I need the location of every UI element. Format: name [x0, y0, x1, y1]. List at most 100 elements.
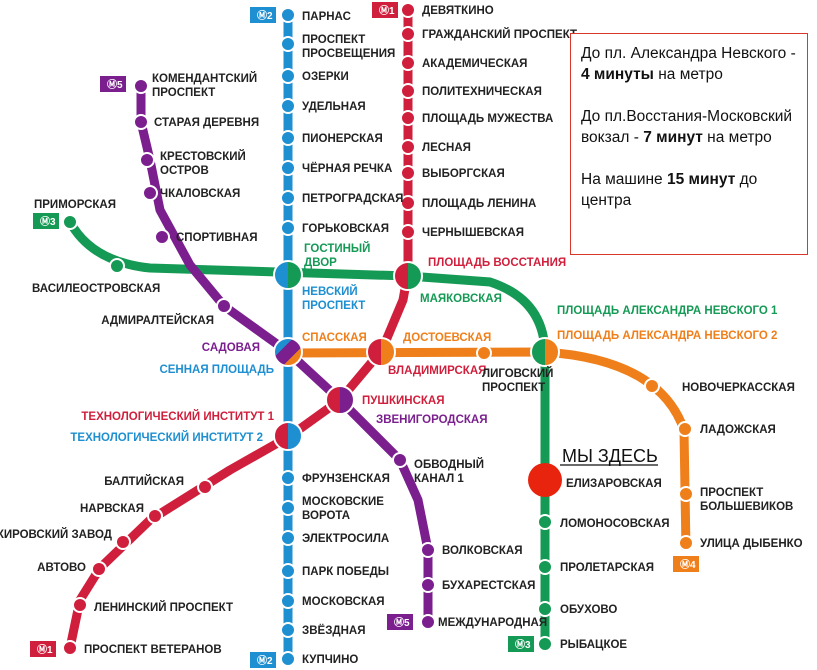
station-dot-dybenko — [678, 535, 694, 551]
label-obukhovo: ОБУХОВО — [560, 604, 617, 616]
label-dostoev: ДОСТОЕВСКАЯ — [403, 332, 491, 344]
station-dot-komend — [133, 78, 149, 94]
line-badge-4-bottom: Ⓜ4 — [673, 556, 699, 572]
station-dot-obvodny — [392, 452, 408, 468]
transfer-vladimirskaya-dostoevskaya — [366, 337, 396, 367]
label-parnas: ПАРНАС — [302, 11, 351, 23]
station-dot-park-pob — [280, 563, 296, 579]
transfer-pl-alexandra-nevskogo — [530, 337, 560, 367]
label-chkalov: ЧКАЛОВСКАЯ — [160, 188, 240, 200]
station-dot-baltiyskaya — [197, 479, 213, 495]
label-sadovaya: САДОВАЯ — [202, 342, 260, 354]
station-dot-udelnaya — [280, 98, 296, 114]
station-dot-lesnaya — [400, 139, 416, 155]
label-pr-prosv-2: ПРОСВЕЩЕНИЯ — [302, 48, 395, 60]
station-dot-primorskaya — [62, 214, 78, 230]
station-dot-elektrosila — [280, 530, 296, 546]
label-vladimir: ВЛАДИМИРСКАЯ — [388, 365, 486, 377]
station-dot-pr-prosv — [280, 36, 296, 52]
station-dot-akadem — [400, 55, 416, 71]
label-pionerskaya: ПИОНЕРСКАЯ — [302, 133, 383, 145]
label-udelnaya: УДЕЛЬНАЯ — [302, 101, 366, 113]
station-dot-devyatkino — [400, 2, 416, 18]
station-dot-vasileostr — [109, 258, 125, 274]
station-dot-pionerskaya — [280, 130, 296, 146]
label-ozerki: ОЗЕРКИ — [302, 71, 349, 83]
label-lesnaya: ЛЕСНАЯ — [422, 142, 471, 154]
station-dot-ladozh — [677, 421, 693, 437]
station-dot-gorkovskaya — [280, 220, 296, 236]
label-pr-bolsh-1: ПРОСПЕКТ — [700, 487, 763, 499]
label-elizar: ЕЛИЗАРОВСКАЯ — [566, 478, 662, 490]
station-dot-politekh — [400, 83, 416, 99]
line-badge-2-bottom: Ⓜ2 — [250, 652, 276, 668]
label-dybenko: УЛИЦА ДЫБЕНКО — [700, 538, 803, 550]
station-dot-narvskaya — [147, 508, 163, 524]
label-vasileostr: ВАСИЛЕОСТРОВСКАЯ — [32, 283, 160, 295]
label-nevsky-2: ПРОСПЕКТ — [302, 300, 365, 312]
label-baltiyskaya: БАЛТИЙСКАЯ — [104, 475, 184, 488]
label-kupchino: КУПЧИНО — [302, 654, 358, 666]
svg-text:Ⓜ2: Ⓜ2 — [257, 9, 273, 22]
line-badge-1-bottom: Ⓜ1 — [30, 641, 56, 657]
station-dot-mosk-vor — [280, 500, 296, 516]
label-chernysh: ЧЕРНЫШЕВСКАЯ — [422, 227, 524, 239]
label-pl-vosst: ПЛОЩАДЬ ВОССТАНИЯ — [428, 257, 566, 269]
label-krest-2: ОСТРОВ — [160, 165, 209, 177]
you-are-here-dot — [528, 463, 562, 497]
label-zvenigor: ЗВЕНИГОРОДСКАЯ — [376, 414, 487, 426]
label-mosk-vor-1: МОСКОВСКИЕ — [302, 496, 384, 508]
label-moskovskaya: МОСКОВСКАЯ — [302, 596, 385, 608]
label-pl-lenina: ПЛОЩАДЬ ЛЕНИНА — [422, 198, 536, 210]
station-dot-pr-bolsh — [678, 486, 694, 502]
label-admiralt: АДМИРАЛТЕЙСКАЯ — [101, 314, 214, 327]
line-4-orange — [287, 347, 691, 551]
station-dot-chkalov — [142, 185, 158, 201]
info-line-vosstaniya: До пл.Восстания-Московский вокзал - 7 ми… — [581, 108, 793, 146]
station-dot-volkovskaya — [420, 542, 436, 558]
label-sportivnaya: СПОРТИВНАЯ — [176, 232, 258, 244]
label-pl-an1: ПЛОЩАДЬ АЛЕКСАНДРА НЕВСКОГО 1 — [557, 305, 778, 317]
label-veteranov: ПРОСПЕКТ ВЕТЕРАНОВ — [84, 644, 222, 656]
station-dot-kirov — [115, 534, 131, 550]
label-obvodny-2: КАНАЛ 1 — [414, 473, 464, 485]
station-dot-vyborg — [400, 165, 416, 181]
station-dot-ozerki — [280, 68, 296, 84]
you-are-here: МЫ ЗДЕСЬ — [528, 446, 658, 497]
label-proletar: ПРОЛЕТАРСКАЯ — [560, 562, 654, 574]
station-dot-pl-lenina — [400, 195, 416, 211]
station-dot-avtovo — [91, 561, 107, 577]
label-zvezdnaya: ЗВЁЗДНАЯ — [302, 624, 365, 637]
label-pushkin: ПУШКИНСКАЯ — [362, 395, 444, 407]
label-volkovskaya: ВОЛКОВСКАЯ — [442, 545, 522, 557]
label-bukharest: БУХАРЕСТСКАЯ — [442, 580, 535, 592]
label-ladozh: ЛАДОЖСКАЯ — [700, 424, 776, 436]
transfer-nevsky-gostiny — [273, 260, 303, 290]
line-badge-5-bottom: Ⓜ5 — [387, 614, 413, 630]
transfer-tech-institute — [273, 421, 303, 451]
label-avtovo: АВТОВО — [37, 562, 86, 574]
label-komend-1: КОМЕНДАНТСКИЙ — [152, 72, 257, 85]
line-3-green — [66, 219, 550, 650]
label-gorkovskaya: ГОРЬКОВСКАЯ — [302, 223, 389, 235]
station-dot-mezhdunar — [420, 614, 436, 630]
station-dot-chernysh — [400, 224, 416, 240]
station-dot-rybatskoe — [537, 636, 553, 652]
transfer-pushkinskaya-zvenigorodskaya — [325, 385, 355, 415]
info-line-nevsky: До пл. Александра Невского - 4 минуты на… — [581, 45, 796, 83]
station-labels: ПАРНАС ПРОСПЕКТ ПРОСВЕЩЕНИЯ ОЗЕРКИ УДЕЛЬ… — [0, 5, 803, 666]
label-ligov-1: ЛИГОВСКИЙ — [482, 367, 553, 380]
label-primorskaya: ПРИМОРСКАЯ — [34, 199, 116, 211]
line-badge-5-top: Ⓜ5 — [100, 76, 126, 92]
station-dot-pl-muzh — [400, 110, 416, 126]
station-dot-grazhd — [400, 26, 416, 42]
station-dot-veteranov — [62, 640, 78, 656]
transfer-vosstaniya-mayakovskaya — [393, 261, 423, 291]
label-tech2: ТЕХНОЛОГИЧЕСКИЙ ИНСТИТУТ 2 — [70, 431, 263, 444]
label-mosk-vor-2: ВОРОТА — [302, 510, 350, 522]
label-devyatkino: ДЕВЯТКИНО — [422, 5, 494, 17]
label-pl-an2: ПЛОЩАДЬ АЛЕКСАНДРА НЕВСКОГО 2 — [557, 330, 777, 342]
station-dot-parnas — [280, 7, 296, 23]
svg-text:Ⓜ5: Ⓜ5 — [107, 78, 123, 91]
